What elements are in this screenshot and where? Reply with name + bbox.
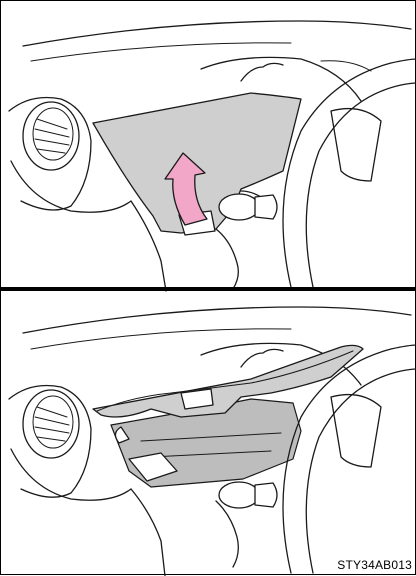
- lid-latch: [181, 389, 213, 409]
- left-air-vent-2: [9, 386, 131, 501]
- panel-open: [9, 307, 416, 576]
- dashboard-top-line-2: [23, 307, 411, 333]
- panel-closed: [9, 21, 416, 291]
- dashboard-top-line: [23, 21, 411, 46]
- cluster-detail: [321, 61, 371, 71]
- console-knob: [219, 194, 277, 220]
- glove-box-lid-open: [93, 345, 363, 417]
- console-edge-2: [216, 501, 238, 567]
- figure-code: STY34AB013: [337, 558, 412, 572]
- console-edge: [216, 229, 238, 289]
- dashboard-crease-line-2: [31, 329, 291, 349]
- steering-wheel: [283, 59, 416, 287]
- dash-lower-left-2: [131, 489, 165, 576]
- console-knob-2: [219, 482, 277, 508]
- cluster-hood: [241, 63, 283, 81]
- cluster-hood-2: [241, 349, 283, 367]
